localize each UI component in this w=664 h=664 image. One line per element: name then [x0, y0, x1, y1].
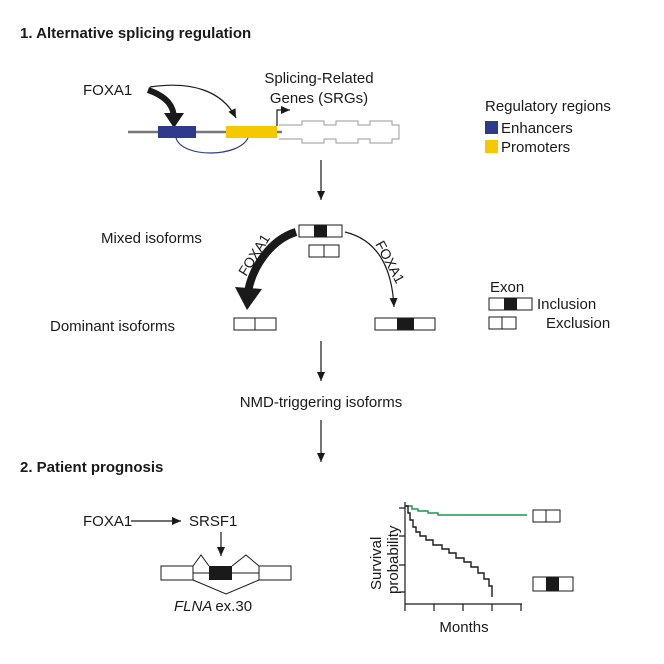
- thick-arrow-head: [235, 287, 262, 310]
- exon-legend-inclusion: Inclusion: [537, 296, 596, 313]
- legend-promoter-swatch: [485, 140, 498, 153]
- section2-title: 2. Patient prognosis: [20, 459, 163, 476]
- exon-legend-title: Exon: [490, 279, 524, 296]
- dominant-isoforms-label: Dominant isoforms: [50, 318, 175, 335]
- foxa1-to-enhancer-arrowhead: [164, 113, 184, 128]
- right-foxa1-label: FOXA1: [372, 238, 408, 286]
- survival-curve-inclusion: [405, 505, 493, 597]
- enhancer-box: [158, 126, 196, 138]
- flna-downstream-exon: [258, 565, 292, 581]
- prognosis-srsf1: SRSF1: [189, 513, 237, 530]
- flna-gene-name: FLNA: [174, 598, 212, 615]
- flna-upstream-exon: [160, 565, 194, 581]
- flna-exon30: [209, 566, 232, 580]
- survival-curve-exclusion: [405, 505, 527, 516]
- legend-promoters: Promoters: [501, 139, 570, 156]
- survival-axes: [404, 502, 522, 605]
- foxa1-to-promoter-arrow: [149, 84, 237, 119]
- promoter-box: [226, 126, 277, 138]
- exon-legend-inclusion-exon: [504, 298, 517, 310]
- nmd-label: NMD-triggering isoforms: [240, 394, 403, 411]
- survival-ylabel-line1: Survival: [368, 537, 385, 590]
- survival-ylabel-line2: probability: [385, 525, 402, 594]
- flna-inclusion-junctions: [192, 554, 260, 567]
- section1-title: 1. Alternative splicing regulation: [20, 25, 251, 42]
- prognosis-foxa1: FOXA1: [83, 513, 132, 530]
- legend-enhancer-swatch: [485, 121, 498, 134]
- gene-body-outline: [279, 120, 400, 144]
- legend-enhancers: Enhancers: [501, 120, 573, 137]
- chromatin-loop: [175, 137, 249, 154]
- thick-arrow-to-dominant: [244, 228, 298, 293]
- flna-skipping-junction: [192, 579, 260, 595]
- srg-label-line2: Genes (SRGs): [270, 90, 368, 107]
- legend-title: Regulatory regions: [485, 98, 611, 115]
- foxa1-tf-label: FOXA1: [83, 82, 132, 99]
- tss-arrow: [276, 106, 290, 126]
- survival-x-ticks: [404, 604, 522, 611]
- dominant-inclusion-exon: [397, 318, 414, 330]
- mixed-isoforms-label: Mixed isoforms: [101, 230, 202, 247]
- srg-label-line1: Splicing-Related: [264, 70, 373, 87]
- survival-xlabel: Months: [439, 619, 488, 636]
- mixed-inclusion-exon: [314, 225, 327, 237]
- flna-exon-suffix: ex.30: [215, 598, 252, 615]
- exon-legend-exclusion: Exclusion: [546, 315, 610, 332]
- survival-inclusion-icon-exon: [546, 577, 559, 591]
- thin-arrow-to-inclusion: [344, 231, 398, 308]
- survival-y-ticks: [399, 507, 405, 593]
